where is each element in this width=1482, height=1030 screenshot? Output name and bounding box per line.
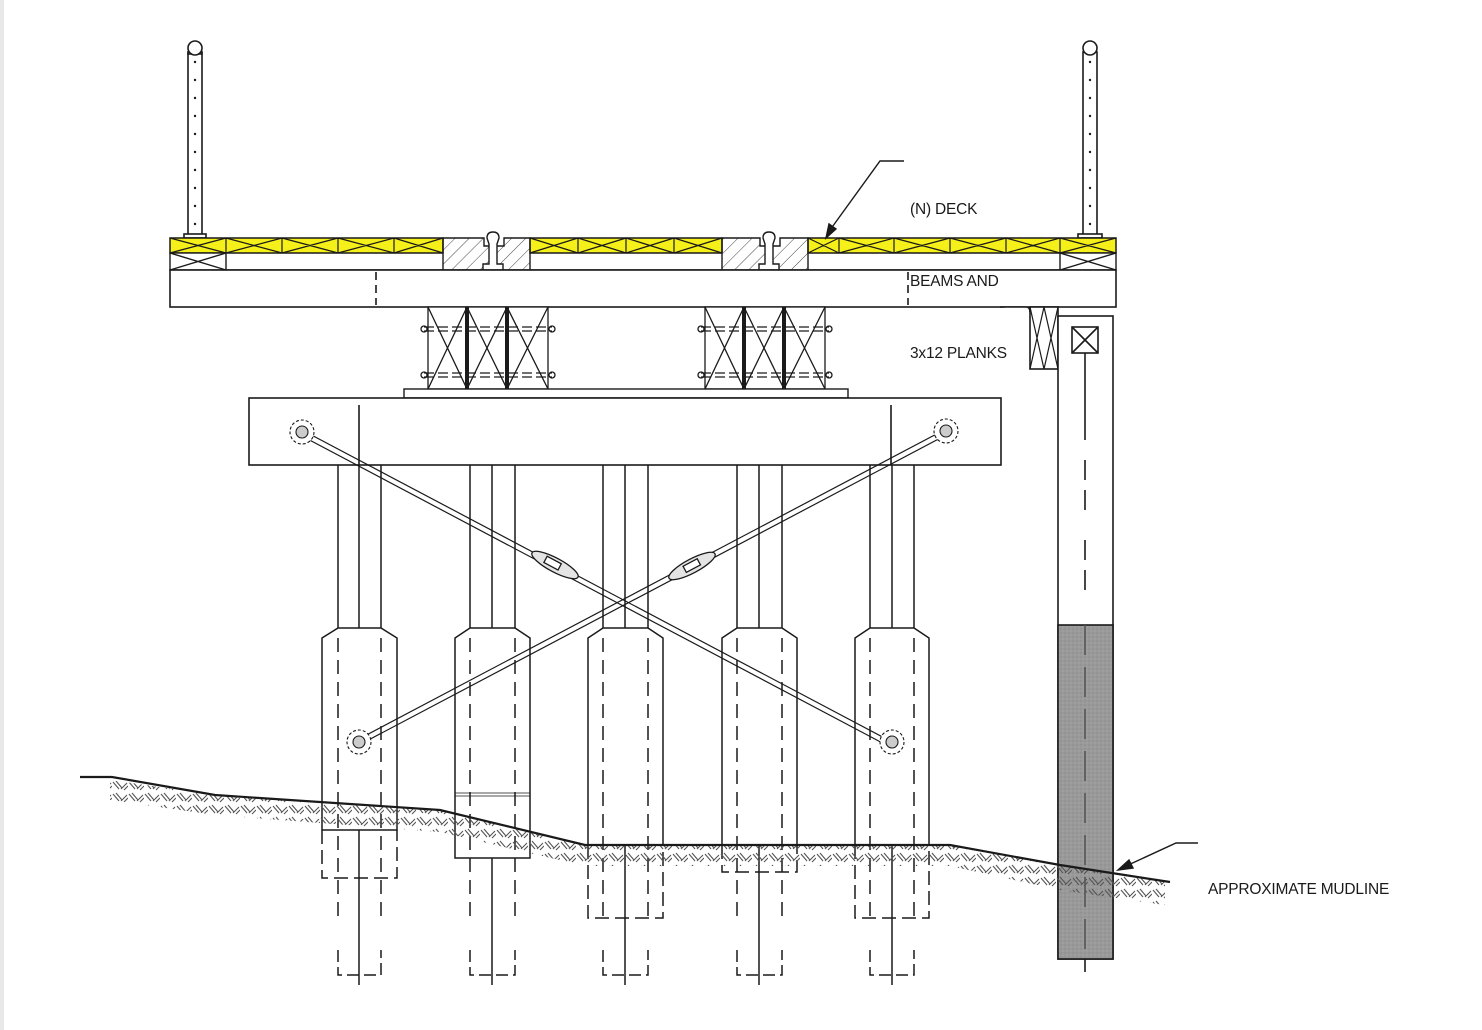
cross-bracing [299,428,949,748]
crib-blocking-left [420,306,556,390]
mudline [80,775,1171,884]
scan-edge-strip [0,0,4,1030]
railing-post-left [183,40,207,239]
deck-callout: (N) DECK BEAMS AND 3x12 PLANKS [910,150,1007,390]
pile-5 [854,465,930,985]
deck-beam [169,269,1117,308]
soil-hatch [110,780,1165,905]
railing-post-right [1077,40,1103,239]
pile-cap [248,397,1002,466]
mudline-callout-leader [1115,842,1198,871]
pile-3 [587,465,664,985]
turnbuckle-left [531,550,579,580]
pile-1 [321,465,398,985]
deck-callout-leader [824,160,904,240]
deck-callout-line-2: BEAMS AND [910,273,999,290]
crib-blocking-right [697,306,833,390]
mudline-callout: APPROXIMATE MUDLINE [1208,830,1389,926]
deck-planks [169,237,1117,254]
rail-block-right [721,231,809,271]
mudline-callout-text: APPROXIMATE MUDLINE [1208,881,1390,898]
rail-block-left [442,231,531,271]
fender-pile [1000,306,1114,972]
pile-4 [721,465,798,985]
turnbuckle-right [668,551,716,581]
bracing-anchor-points [289,418,959,755]
bearing-plate [403,388,849,399]
deck-callout-line-1: (N) DECK [910,201,978,218]
pile-centerline-dashes [358,700,893,710]
deck-callout-line-3: 3x12 PLANKS [910,345,1007,362]
pile-2 [454,465,531,985]
